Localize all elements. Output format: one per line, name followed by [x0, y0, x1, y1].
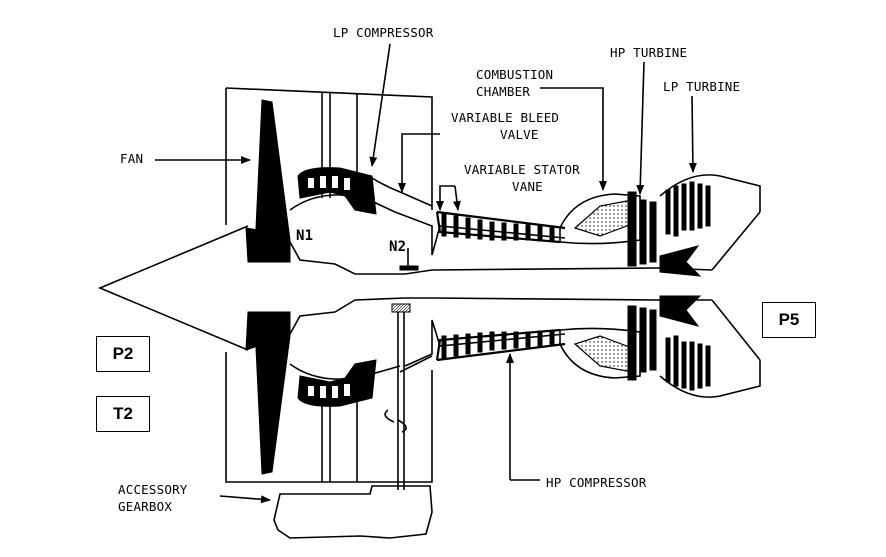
- lp-turbine-upper: [659, 174, 761, 277]
- label-hp-turbine: HP TURBINE: [610, 45, 687, 60]
- label-accessory-2: GEARBOX: [118, 499, 172, 514]
- label-accessory-1: ACCESSORY: [118, 482, 188, 497]
- lp-compressor-lower: [289, 359, 401, 407]
- lp-turbine-lower: [659, 295, 761, 398]
- label-variable-bleed-2: VALVE: [500, 127, 539, 142]
- station-p5-box: P5: [762, 302, 816, 338]
- label-n1: N1: [296, 228, 313, 244]
- label-fan: FAN: [120, 151, 143, 166]
- fan-blade-upper: [255, 99, 291, 263]
- radial-drive-bearing: [391, 303, 411, 313]
- station-t2-box: T2: [96, 396, 150, 432]
- station-p2-label: P2: [112, 344, 134, 363]
- station-p5-label: P5: [778, 310, 800, 329]
- label-variable-stator-2: VANE: [512, 179, 543, 194]
- hp-compressor-lower: [435, 328, 566, 362]
- fan-blade-lower: [255, 311, 291, 475]
- label-variable-stator-1: VARIABLE STATOR: [464, 162, 580, 177]
- rotation-arrow: [384, 409, 407, 433]
- fan-casing: [225, 87, 433, 483]
- label-hp-compressor: HP COMPRESSOR: [546, 475, 647, 490]
- hp-compressor-upper: [435, 210, 566, 244]
- hp-turbine-lower: [627, 305, 657, 381]
- n2-bearing: [399, 265, 419, 271]
- label-lp-compressor: LP COMPRESSOR: [333, 25, 434, 40]
- station-p2-box: P2: [96, 336, 150, 372]
- label-n2: N2: [389, 239, 406, 255]
- label-variable-bleed-1: VARIABLE BLEED: [451, 110, 559, 125]
- label-lp-turbine: LP TURBINE: [663, 79, 740, 94]
- text-labels: LP COMPRESSOR COMBUSTION CHAMBER HP TURB…: [118, 25, 740, 514]
- lp-compressor-upper: [289, 167, 401, 215]
- exhaust-nozzle: [659, 211, 761, 361]
- leader-arrows: [155, 43, 697, 504]
- hp-turbine-upper: [627, 191, 657, 267]
- station-t2-label: T2: [113, 404, 133, 423]
- accessory-gearbox: [273, 485, 433, 539]
- nose-cone: [97, 225, 249, 351]
- label-combustion-1: COMBUSTION: [476, 67, 553, 82]
- label-combustion-2: CHAMBER: [476, 84, 530, 99]
